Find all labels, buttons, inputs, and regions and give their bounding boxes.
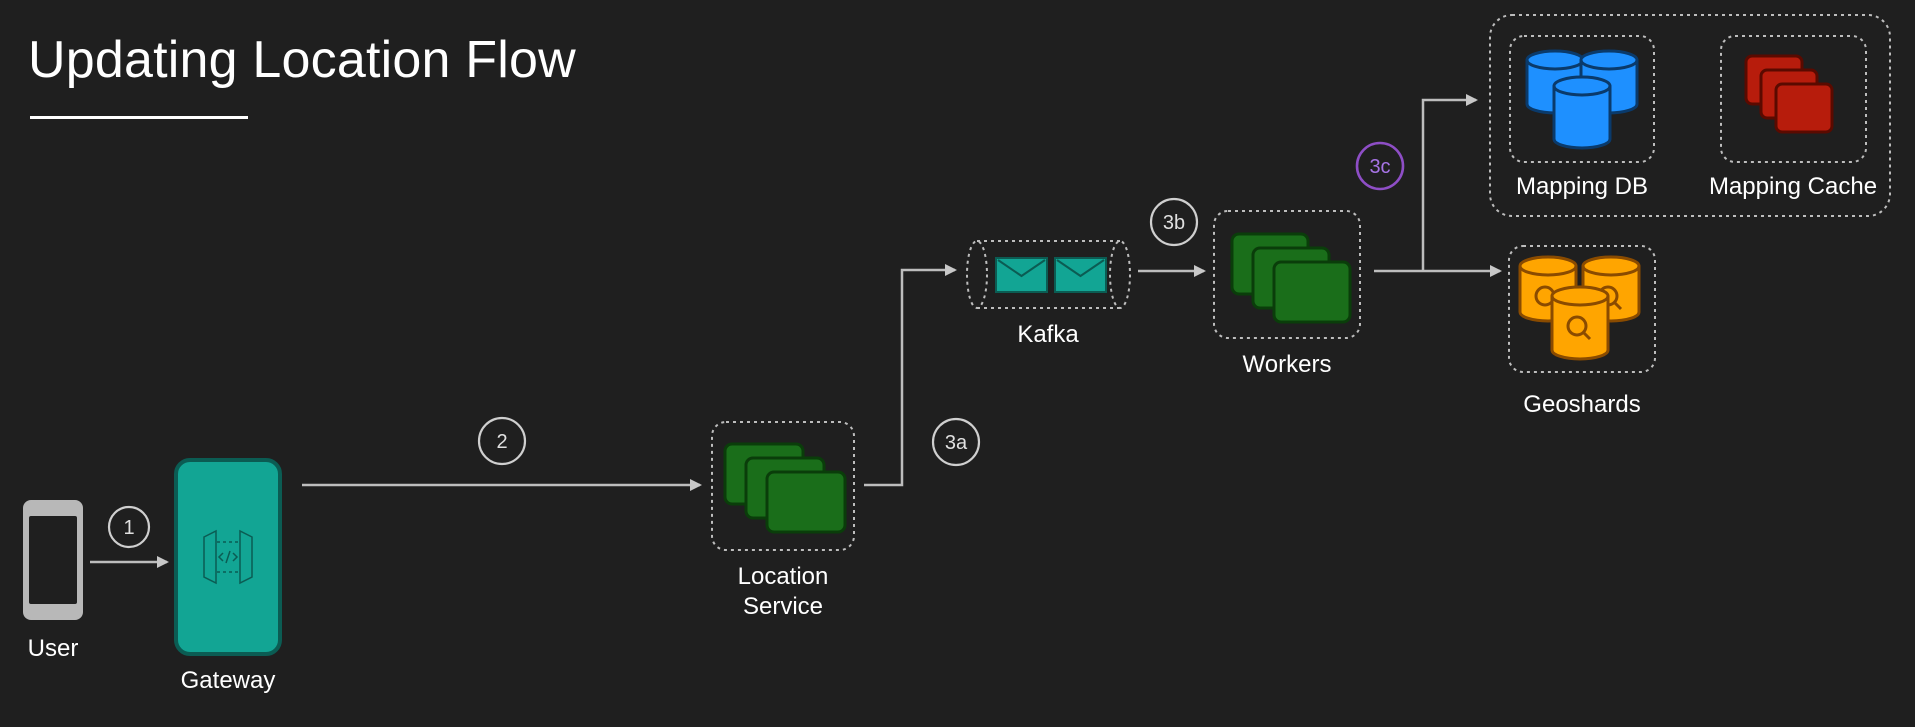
title-underline: [30, 116, 248, 119]
step-label-1: 1: [123, 517, 134, 539]
mapping-db-label: Mapping DB: [1515, 173, 1649, 200]
location-service-label-line1: Location: [737, 563, 829, 590]
arrow-workers-to-mapping: [1421, 94, 1478, 271]
user-label: User: [27, 635, 79, 662]
kafka-label: Kafka: [1017, 321, 1079, 348]
workers-node: [1213, 210, 1361, 339]
step-badge-2: 2: [477, 416, 527, 466]
step-label-3a: 3a: [945, 432, 968, 454]
phone-icon: [23, 500, 83, 620]
gateway-node: [174, 458, 282, 656]
mapping-group: [1489, 14, 1891, 217]
workers-label: Workers: [1242, 351, 1332, 378]
message-envelope-icon: [1054, 257, 1107, 293]
location-service-node: [711, 421, 855, 551]
step-label-3b: 3b: [1163, 212, 1185, 234]
kafka-node: [966, 240, 1131, 309]
page-title: Updating Location Flow: [28, 31, 576, 89]
location-service-label-line2: Service: [742, 593, 824, 620]
step-badge-3c: 3c: [1355, 141, 1405, 191]
mapping-db-node: [1509, 35, 1655, 163]
step-badge-3b: 3b: [1149, 197, 1199, 247]
database-icon: [1525, 49, 1639, 150]
step-badge-3a: 3a: [931, 417, 981, 467]
arrows: [90, 94, 1502, 568]
mapping-cache-node: [1720, 35, 1867, 163]
step-label-3c: 3c: [1369, 156, 1390, 178]
server-stack-icon: [1230, 232, 1352, 324]
gateway-label: Gateway: [180, 667, 276, 694]
geoshards-label: Geoshards: [1523, 391, 1641, 418]
step-label-2: 2: [496, 431, 507, 453]
code-gateway-icon: [203, 529, 253, 585]
geoshard-database-icon: [1518, 255, 1641, 361]
server-stack-icon: [723, 442, 847, 534]
message-envelope-icon: [995, 257, 1048, 293]
geoshards-node: [1508, 245, 1656, 373]
cache-icon: [1744, 54, 1834, 134]
mapping-cache-label: Mapping Cache: [1708, 173, 1878, 200]
step-badge-1: 1: [107, 505, 151, 549]
arrow-location-service-to-kafka: [864, 264, 957, 487]
